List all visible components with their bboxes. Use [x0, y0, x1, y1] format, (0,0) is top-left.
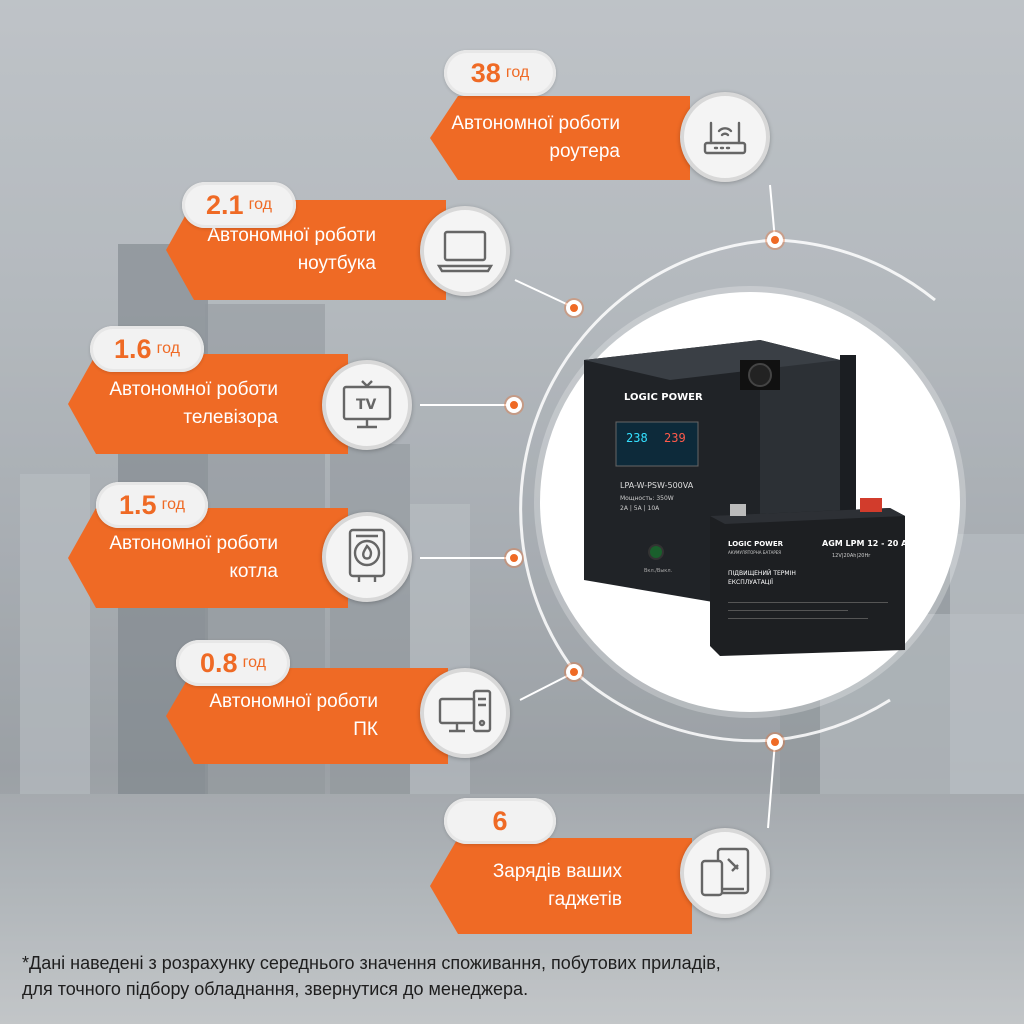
feature-line1: Автономної роботи [109, 379, 278, 400]
tv-icon-text: TV [356, 397, 377, 413]
value-badge-boiler: 1.5 год [96, 482, 208, 528]
value-badge-laptop: 2.1 год [182, 182, 296, 228]
feature-line2: телевізора [183, 407, 278, 428]
value-unit: год [161, 496, 185, 513]
product-image: 238 239 LOGIC POWER LPA-W-PSW-500VA Мощн… [584, 340, 914, 656]
battery-note-1: ПІДВИЩЕНИЙ ТЕРМІН [728, 570, 796, 577]
feature-line2: ПК [353, 719, 378, 740]
inverter-model: LPA-W-PSW-500VA [620, 481, 694, 490]
footnote-line-1: *Дані наведені з розрахунку середнього з… [22, 953, 721, 973]
arc-node [506, 397, 522, 413]
inverter-power: Мощность: 350W [620, 495, 674, 502]
value-unit: год [156, 340, 180, 357]
inverter-brand: LOGIC POWER [624, 392, 703, 403]
value-number: 6 [492, 805, 508, 836]
value-badge-router: 38 год [444, 50, 556, 96]
value-unit: год [505, 64, 530, 81]
feature-line1: Зарядів ваших [492, 861, 622, 882]
value-unit: год [242, 654, 266, 671]
value-number: 1.5 [119, 489, 157, 520]
battery-brand: LOGIC POWER [728, 540, 784, 548]
pc-icon [420, 668, 510, 758]
feature-line2: ноутбука [297, 253, 376, 274]
inverter-display-2: 239 [664, 431, 686, 445]
value-number: 38 [470, 57, 501, 88]
footnote-line-2: для точного підбору обладнання, звернути… [22, 979, 529, 999]
value-number: 2.1 [206, 189, 244, 220]
power-button [648, 544, 664, 560]
value-unit: год [248, 196, 272, 213]
laptop-icon [420, 206, 510, 296]
router-icon [680, 92, 770, 182]
battery-subtitle: АКУМУЛЯТОРНА БАТАРЕЯ [728, 550, 781, 555]
arc-node [566, 664, 582, 680]
feature-banner-gadgets: Зарядів ваших гаджетів [430, 838, 692, 934]
arc-node [767, 734, 783, 750]
footnote: *Дані наведені з розрахунку середнього з… [22, 950, 1012, 1002]
value-badge-pc: 0.8 год [176, 640, 290, 686]
value-number: 1.6 [114, 333, 152, 364]
inverter-amps: 2A | 5A | 10A [620, 505, 660, 512]
feature-line1: Автономної роботи [109, 533, 278, 554]
value-number: 0.8 [200, 647, 238, 678]
battery-note-2: ЕКСПЛУАТАЦІЇ [728, 579, 773, 586]
tv-icon: TV [322, 360, 412, 450]
feature-line2: котла [229, 561, 278, 582]
inverter-display-1: 238 [626, 431, 648, 445]
battery-spec: 12V|20Ah|20Hr [832, 553, 871, 559]
arc-node [767, 232, 783, 248]
boiler-icon [322, 512, 412, 602]
value-badge-tv: 1.6 год [90, 326, 204, 372]
battery-model: AGM LPM 12 - 20 AH [822, 539, 914, 548]
arc-node [566, 300, 582, 316]
value-badge-gadgets: 6 [444, 798, 556, 844]
arc-node [506, 550, 522, 566]
feature-line2: роутера [549, 141, 620, 162]
feature-line2: гаджетів [548, 889, 622, 910]
gadgets-icon [680, 828, 770, 918]
feature-line1: Автономної роботи [451, 113, 620, 134]
inverter-button-label: Вкл./Выкл. [644, 568, 673, 574]
feature-line1: Автономної роботи [209, 691, 378, 712]
feature-banner-router: Автономної роботи роутера [430, 96, 690, 180]
feature-line1: Автономної роботи [207, 225, 376, 246]
